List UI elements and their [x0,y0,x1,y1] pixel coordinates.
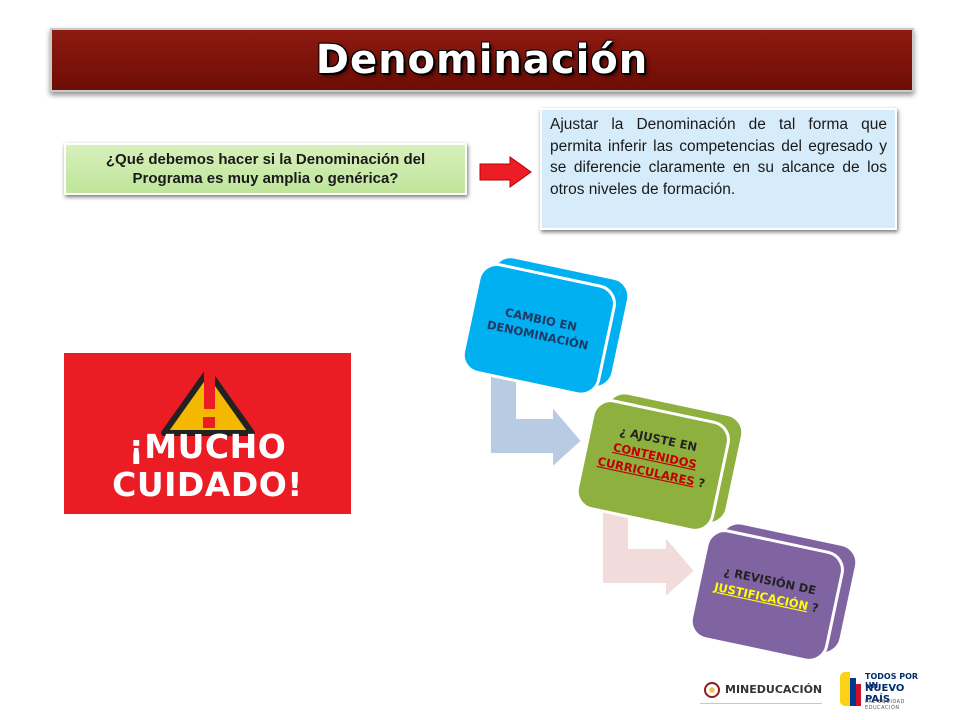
step-ajuste-contenidos: ¿ AJUSTE EN CONTENIDOS CURRICULARES ? [575,392,744,532]
step2-suffix: ? [693,475,706,491]
flag-stripe-blue [850,678,856,706]
coat-of-arms-icon [704,682,720,698]
question-box: ¿Qué debemos hacer si la Denominación de… [64,143,467,195]
answer-text: Ajustar la Denominación de tal forma que… [550,116,887,199]
title-bar: Denominación [50,28,914,92]
flow-connector-2 [601,497,697,601]
warning-line-1: ¡MUCHO [128,427,287,466]
country-slogan-line3: PAZ EQUIDAD EDUCACIÓN [865,699,905,711]
red-arrow-icon [479,156,532,188]
warning-triangle-icon [161,367,255,436]
country-slogan-line2: NUEVO PAÍS [865,683,905,705]
step3-suffix: ? [807,599,820,615]
nuevo-pais-logo: TODOS POR UN NUEVO PAÍS PAZ EQUIDAD EDUC… [838,668,928,712]
step-cambio-denominacion: CAMBIO EN DENOMINACIÓN [461,256,630,396]
warning-panel: ¡MUCHO CUIDADO! [64,353,351,514]
page-title: Denominación [315,37,649,83]
flag-stripe-yellow [840,672,850,706]
logo-divider [700,703,822,704]
answer-box: Ajustar la Denominación de tal forma que… [540,108,897,230]
flag-stripe-red [856,684,861,706]
country-slogan-line1: TODOS POR UN [865,672,919,690]
question-text: ¿Qué debemos hacer si la Denominación de… [105,150,426,188]
ministry-name: MINEDUCACIÓN [725,683,823,696]
flow-connector-1 [489,367,584,471]
mineducacion-logo: MINEDUCACIÓN [700,676,825,706]
step-revision-justificacion: ¿ REVISIÓN DE JUSTIFICACIÓN ? [689,522,858,662]
warning-line-2: CUIDADO! [112,465,303,504]
